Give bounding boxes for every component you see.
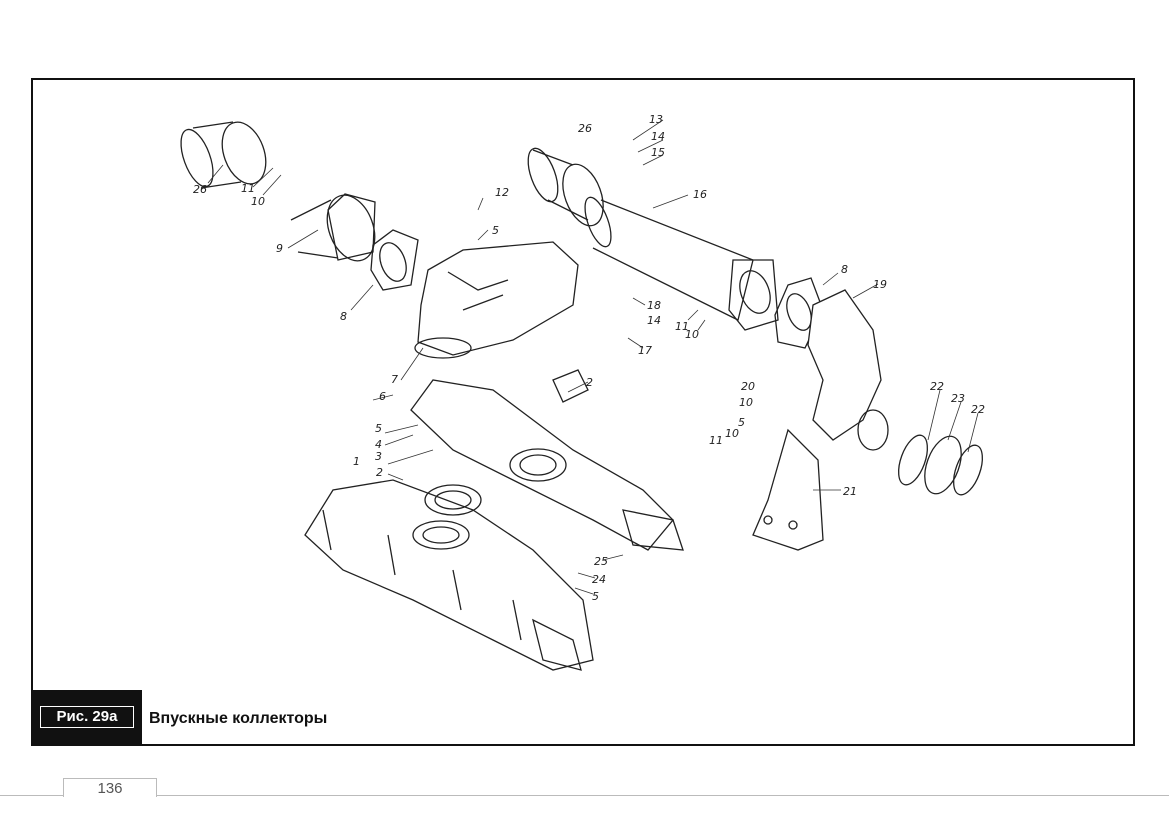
elbow-19 bbox=[807, 289, 889, 451]
figure-number-tag: Рис. 29а bbox=[33, 690, 142, 744]
callout: 11 bbox=[675, 320, 689, 333]
callout: 22 bbox=[930, 380, 944, 393]
footer-rule bbox=[0, 795, 1169, 796]
callout: 9 bbox=[276, 242, 283, 255]
sleeve-26-right bbox=[527, 147, 604, 227]
callout: 26 bbox=[578, 122, 592, 135]
intake-housing-7 bbox=[414, 241, 579, 359]
exploded-parts-drawing: 1 2 2 3 4 5 5 5 5 6 7 8 8 9 10 10 10 10 … bbox=[180, 113, 985, 671]
gasket-8-right bbox=[774, 277, 824, 349]
callout: 8 bbox=[340, 310, 347, 323]
upper-manifold bbox=[410, 369, 684, 551]
callout: 25 bbox=[594, 555, 608, 568]
callout: 15 bbox=[651, 146, 665, 159]
callout: 7 bbox=[391, 373, 398, 386]
callout: 18 bbox=[647, 299, 661, 312]
callout: 5 bbox=[592, 590, 599, 603]
callout: 2 bbox=[376, 466, 383, 479]
pipe-16 bbox=[584, 196, 779, 331]
figure-frame: 1 2 2 3 4 5 5 5 5 6 7 8 8 9 10 10 10 10 … bbox=[31, 78, 1135, 746]
callout: 14 bbox=[647, 314, 661, 327]
callout: 10 bbox=[725, 427, 739, 440]
callout: 10 bbox=[739, 396, 753, 409]
callout: 24 bbox=[592, 573, 606, 586]
callout: 12 bbox=[495, 186, 509, 199]
flange-9 bbox=[290, 193, 376, 262]
callout: 16 bbox=[693, 188, 707, 201]
sleeve-26-left bbox=[180, 121, 267, 189]
callout: 19 bbox=[873, 278, 887, 291]
callout: 1 bbox=[353, 455, 360, 468]
callout: 17 bbox=[638, 344, 652, 357]
leader-lines bbox=[207, 119, 979, 595]
callout: 21 bbox=[843, 485, 857, 498]
figure-number: Рис. 29а bbox=[40, 706, 134, 728]
bracket-21 bbox=[752, 428, 824, 551]
callout: 5 bbox=[738, 416, 745, 429]
callout: 6 bbox=[379, 390, 386, 403]
callout: 2 bbox=[586, 376, 593, 389]
hose-23-clamps-22 bbox=[897, 434, 984, 496]
callout: 11 bbox=[241, 182, 255, 195]
gasket-8-left bbox=[370, 229, 419, 291]
callout: 26 bbox=[193, 183, 207, 196]
lower-manifold bbox=[304, 479, 594, 671]
callout: 11 bbox=[709, 434, 723, 447]
callout: 5 bbox=[492, 224, 499, 237]
callout: 10 bbox=[251, 195, 265, 208]
callout: 5 bbox=[375, 422, 382, 435]
figure-title: Впускные коллекторы bbox=[149, 710, 328, 727]
callout: 10 bbox=[685, 328, 699, 341]
callout: 14 bbox=[651, 130, 665, 143]
callout: 23 bbox=[951, 392, 965, 405]
callout: 8 bbox=[841, 263, 848, 276]
callout: 4 bbox=[375, 438, 382, 451]
callout: 20 bbox=[741, 380, 755, 393]
callout: 13 bbox=[649, 113, 663, 126]
callout: 3 bbox=[375, 450, 382, 463]
page-number: 136 bbox=[63, 778, 157, 797]
callout-labels: 1 2 2 3 4 5 5 5 5 6 7 8 8 9 10 10 10 10 … bbox=[193, 113, 985, 603]
callout: 22 bbox=[971, 403, 985, 416]
